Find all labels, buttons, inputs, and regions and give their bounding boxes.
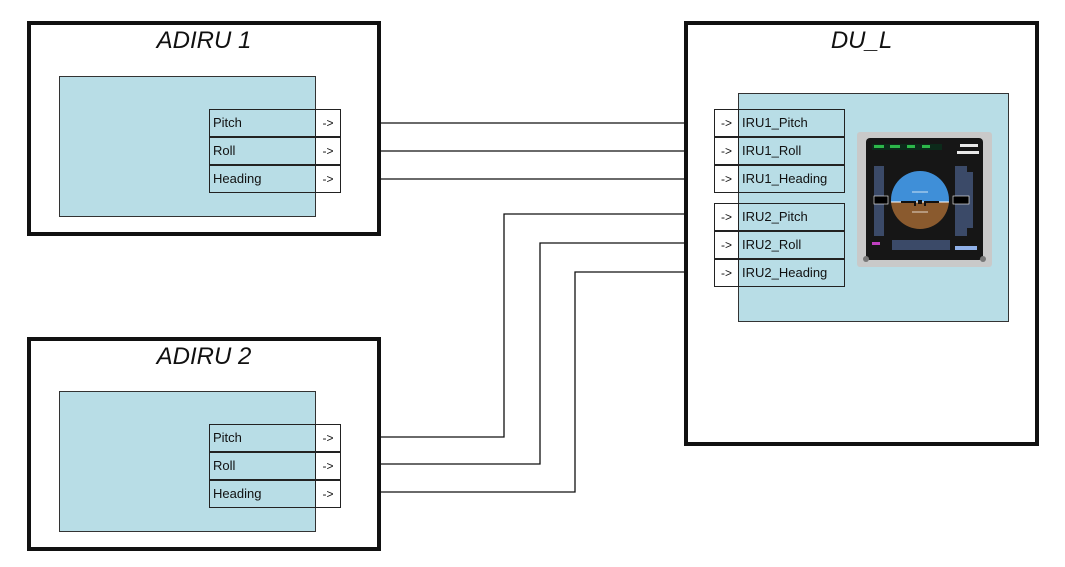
adiru2-port-pitch[interactable]: Pitch xyxy=(209,424,316,452)
adiru1-port-heading[interactable]: Heading xyxy=(209,165,316,193)
iru1-arrow-heading: -> xyxy=(714,165,739,193)
pfd-graphic xyxy=(863,138,986,262)
wire-adiru2-roll xyxy=(340,242,715,465)
iru2-port-pitch[interactable]: IRU2_Pitch xyxy=(738,203,845,231)
adiru2-arrow-pitch: -> xyxy=(315,424,341,452)
wire-adiru2-heading xyxy=(340,271,715,493)
adiru1-arrow-heading: -> xyxy=(315,165,341,193)
iru1-port-pitch[interactable]: IRU1_Pitch xyxy=(738,109,845,137)
primary-flight-display-icon xyxy=(857,132,992,267)
iru1-arrow-pitch: -> xyxy=(714,109,739,137)
adiru1-arrow-pitch: -> xyxy=(315,109,341,137)
iru2-arrow-roll: -> xyxy=(714,231,739,259)
du-l-title: DU_L xyxy=(830,27,893,54)
iru1-port-heading[interactable]: IRU1_Heading xyxy=(738,165,845,193)
iru2-port-heading[interactable]: IRU2_Heading xyxy=(738,259,845,287)
adiru2-port-heading[interactable]: Heading xyxy=(209,480,316,508)
adiru1-title: ADIRU 1 xyxy=(156,27,252,54)
adiru1-port-pitch[interactable]: Pitch xyxy=(209,109,316,137)
wire-adiru2-pitch xyxy=(340,213,715,438)
adiru2-arrow-heading: -> xyxy=(315,480,341,508)
adiru1-port-roll[interactable]: Roll xyxy=(209,137,316,165)
adiru2-title: ADIRU 2 xyxy=(156,343,252,370)
adiru2-arrow-roll: -> xyxy=(315,452,341,480)
iru1-port-roll[interactable]: IRU1_Roll xyxy=(738,137,845,165)
adiru1-arrow-roll: -> xyxy=(315,137,341,165)
iru1-arrow-roll: -> xyxy=(714,137,739,165)
iru2-arrow-heading: -> xyxy=(714,259,739,287)
iru2-arrow-pitch: -> xyxy=(714,203,739,231)
adiru2-port-roll[interactable]: Roll xyxy=(209,452,316,480)
iru2-port-roll[interactable]: IRU2_Roll xyxy=(738,231,845,259)
